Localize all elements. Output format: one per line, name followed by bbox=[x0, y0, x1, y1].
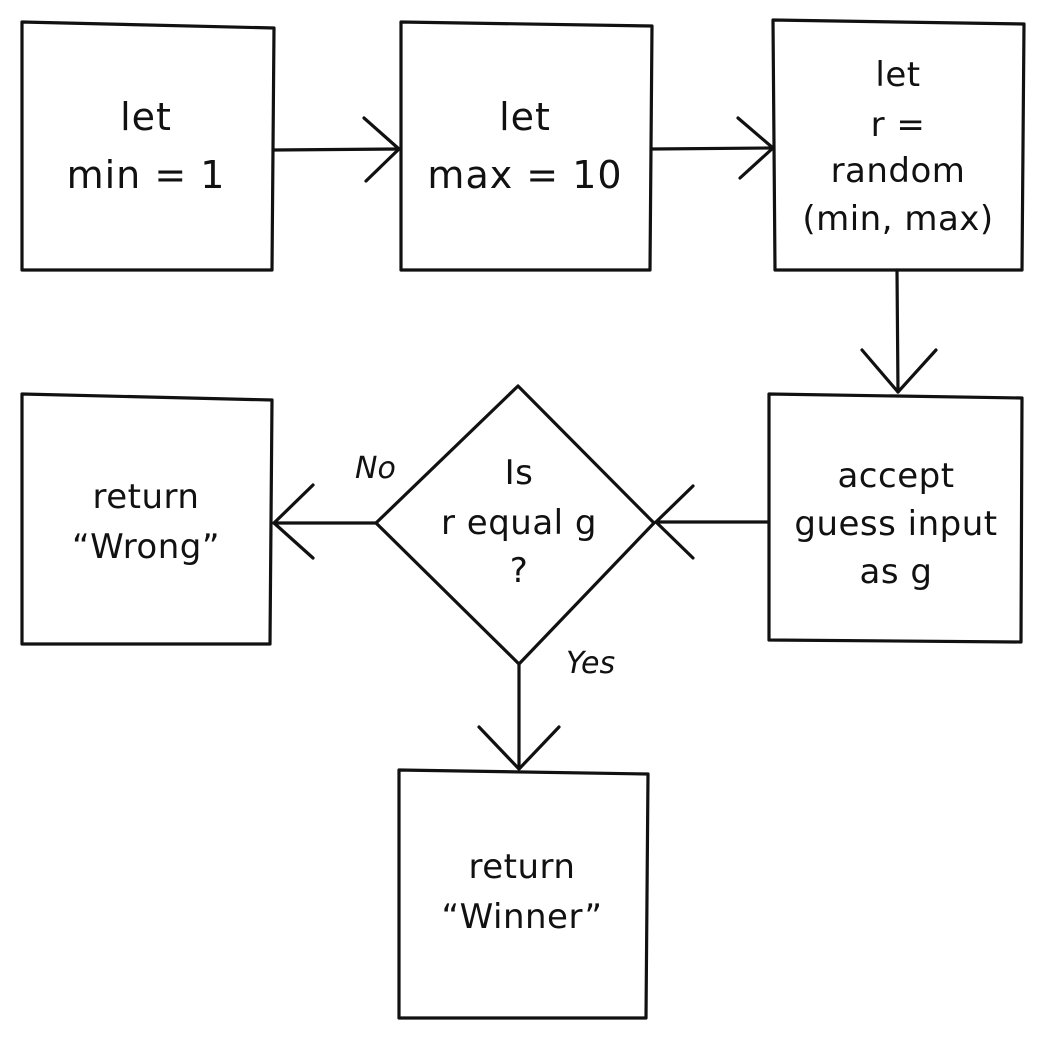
node-let-r-line-2: r = bbox=[871, 105, 926, 145]
node-let-max-line-2: max = 10 bbox=[427, 153, 622, 197]
node-return-wrong-line-1: return bbox=[93, 477, 200, 517]
node-let-r: let r = random (min, max) bbox=[771, 18, 1026, 272]
node-let-r-line-4: (min, max) bbox=[802, 199, 993, 239]
arrow-accept-to-decision bbox=[654, 484, 771, 560]
node-decision-line-1: Is bbox=[505, 453, 534, 493]
node-return-wrong: return “Wrong” bbox=[20, 392, 274, 646]
edge-label-yes: Yes bbox=[566, 646, 615, 681]
node-decision-line-3: ? bbox=[510, 551, 529, 591]
node-accept-guess-line-2: guess input bbox=[794, 504, 997, 544]
node-let-r-line-3: random bbox=[831, 151, 966, 191]
node-accept-guess: accept guess input as g bbox=[767, 392, 1024, 644]
node-accept-guess-line-1: accept bbox=[837, 456, 954, 496]
node-let-min-line-1: let bbox=[120, 95, 172, 139]
node-let-min: let min = 1 bbox=[20, 20, 276, 272]
node-return-winner-line-2: “Winner” bbox=[442, 897, 603, 937]
arrow-decision-to-wrong bbox=[272, 483, 378, 560]
node-return-wrong-line-2: “Wrong” bbox=[72, 527, 220, 567]
node-decision-line-2: r equal g bbox=[441, 503, 597, 543]
node-decision: Is r equal g ? bbox=[374, 384, 656, 666]
node-return-winner-line-1: return bbox=[469, 847, 576, 887]
node-accept-guess-line-3: as g bbox=[860, 552, 933, 592]
node-let-max: let max = 10 bbox=[399, 20, 654, 272]
node-let-r-line-1: let bbox=[875, 55, 920, 95]
arrow-decision-to-winner bbox=[477, 662, 561, 771]
node-return-winner: return “Winner” bbox=[397, 768, 650, 1020]
arrow-r-to-accept bbox=[860, 268, 938, 394]
node-let-max-line-1: let bbox=[499, 95, 551, 139]
node-let-min-line-2: min = 1 bbox=[67, 153, 226, 197]
arrow-max-to-r bbox=[650, 116, 775, 180]
arrow-min-to-max bbox=[272, 116, 401, 183]
edge-label-no: No bbox=[355, 451, 396, 486]
